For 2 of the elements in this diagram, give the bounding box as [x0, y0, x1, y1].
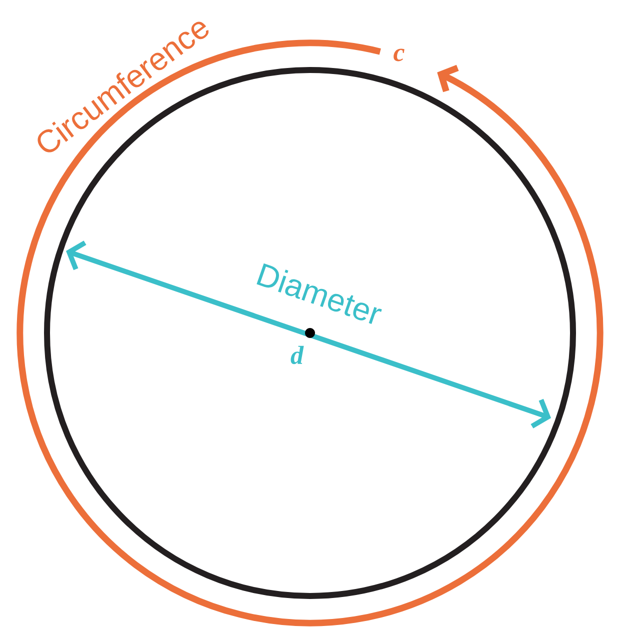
label: d: [290, 346, 304, 364]
label: c: [394, 48, 404, 62]
